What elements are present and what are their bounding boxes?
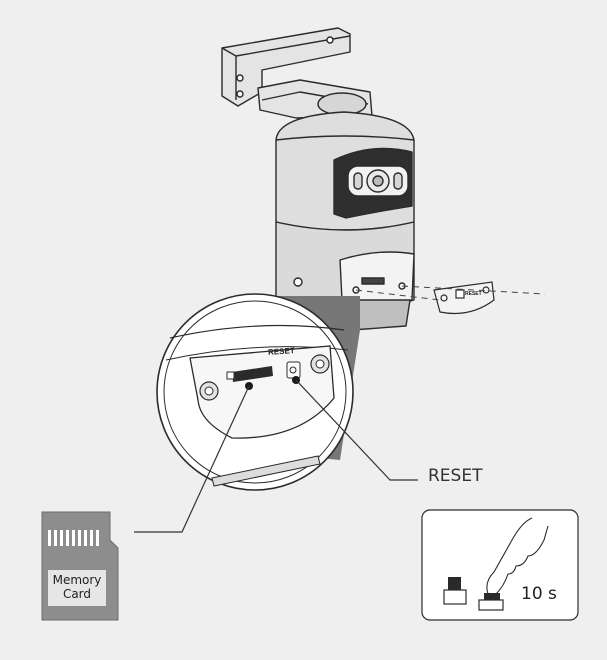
memory-card-icon: [41, 511, 119, 621]
reset-engraving: RESET: [267, 346, 295, 357]
cover-guide-lines: [355, 285, 546, 301]
leader-lines: [134, 379, 418, 533]
hold-time-label: 10 s: [521, 584, 557, 604]
memory-card-label-line1: Memory: [52, 573, 102, 587]
reset-engraving-small: RESET: [465, 291, 482, 297]
memory-card-label: Memory Card: [48, 573, 106, 601]
camera-icon: [221, 27, 415, 331]
memory-card-label-line2: Card: [62, 587, 92, 601]
reset-instruction-panel: [421, 509, 579, 621]
reset-callout-label: RESET: [428, 466, 483, 486]
magnifier-icon: [156, 293, 354, 491]
finger-press-icon: [486, 517, 549, 595]
slot-cover-icon: [433, 281, 495, 315]
